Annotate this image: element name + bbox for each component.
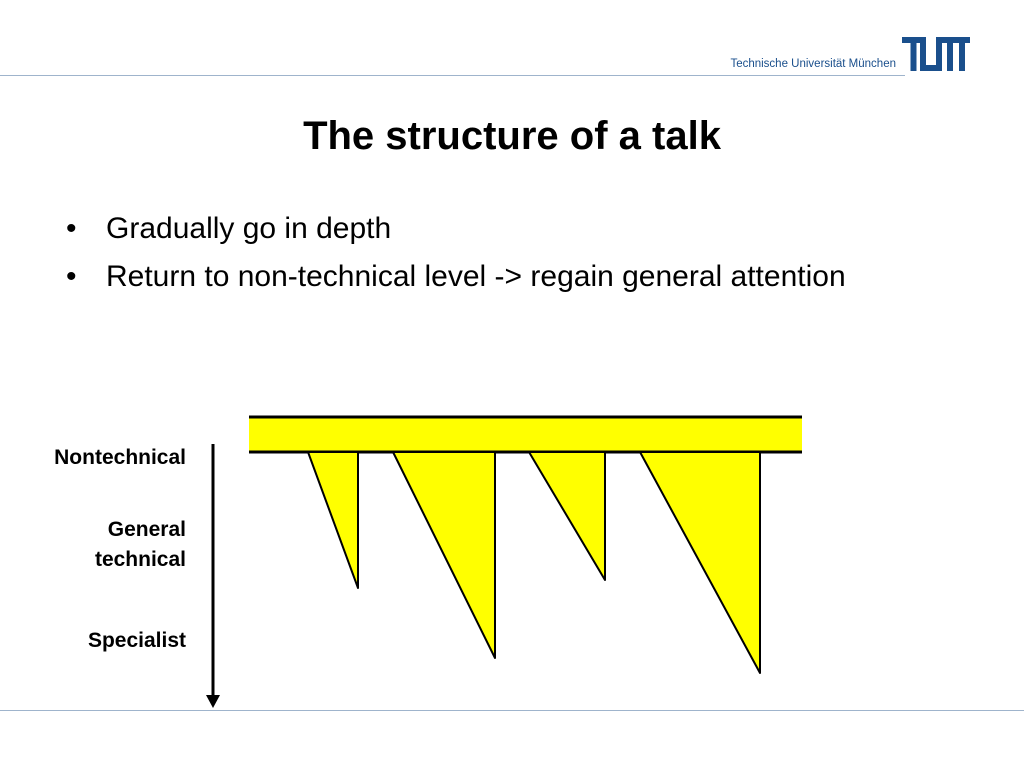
- bullet-item: • Return to non-technical level -> regai…: [66, 260, 846, 308]
- level-label-line: General: [107, 518, 186, 541]
- depth-spike: [639, 451, 761, 674]
- level-label-line: technical: [94, 548, 186, 571]
- bullet-dot: •: [66, 212, 77, 245]
- level-label-nontechnical: Nontechnical: [54, 446, 186, 469]
- university-name: Technische Universität München: [730, 58, 896, 70]
- bullet-text: Gradually go in depth: [106, 212, 392, 245]
- bullet-list: • Gradually go in depth • Return to non-…: [66, 212, 846, 308]
- depth-spike: [392, 451, 496, 659]
- footer-rule: [0, 710, 1024, 711]
- nontechnical-bar: [249, 417, 802, 452]
- depth-axis-arrowhead: [206, 695, 220, 708]
- header-rule: [0, 75, 905, 76]
- bullet-item: • Gradually go in depth: [66, 212, 846, 260]
- bullet-dot: •: [66, 260, 77, 293]
- level-label-general-technical: General technical: [95, 515, 186, 575]
- tum-logo: [902, 37, 970, 71]
- depth-spike: [528, 451, 606, 581]
- slide-title: The structure of a talk: [303, 114, 721, 158]
- bullet-text: Return to non-technical level -> regain …: [106, 260, 846, 293]
- level-label-specialist: Specialist: [87, 629, 186, 652]
- depth-spike: [307, 451, 359, 589]
